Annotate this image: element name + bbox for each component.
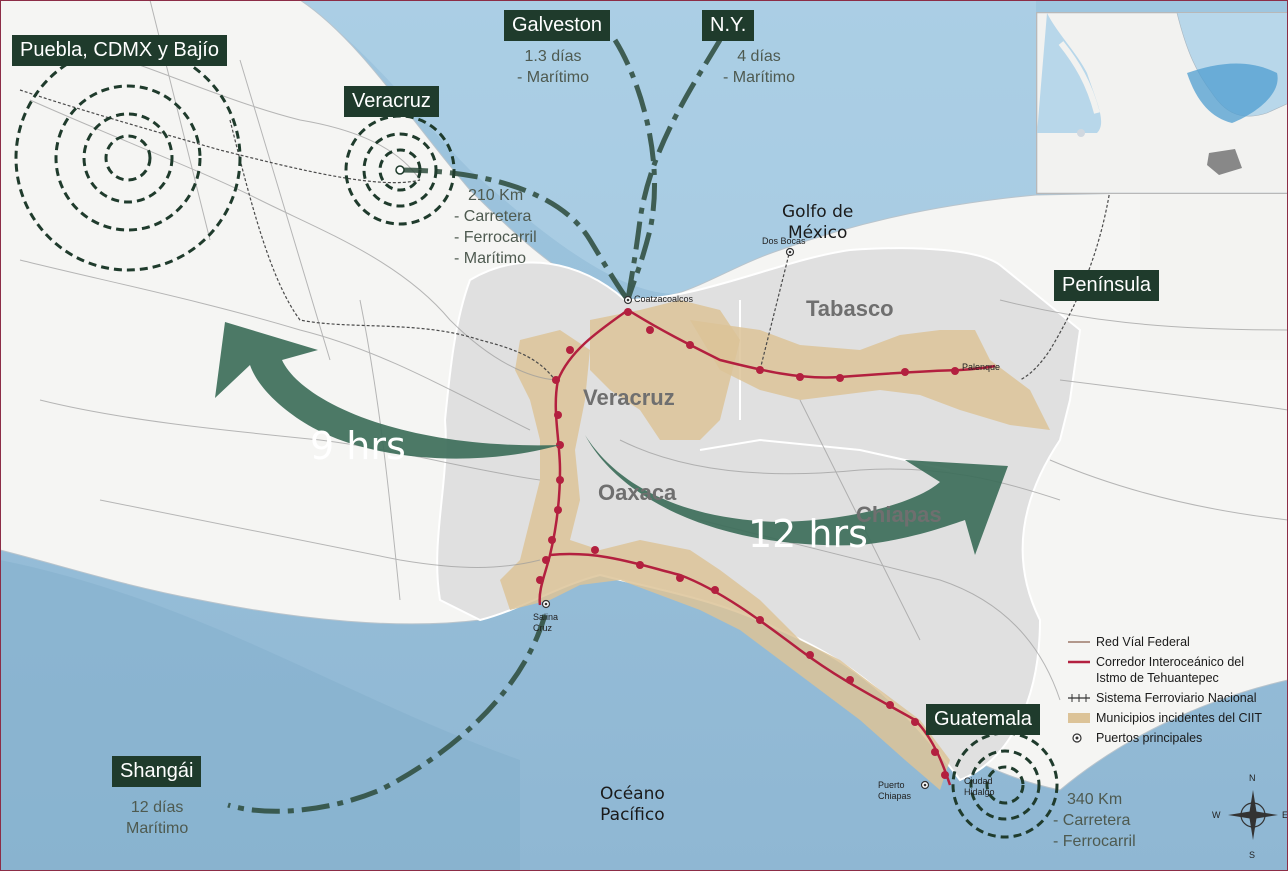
label-galveston: Galveston bbox=[504, 10, 611, 41]
label-shangai: Shangái bbox=[112, 756, 202, 787]
place-palenque: Palenque bbox=[962, 362, 1001, 372]
road-line-icon bbox=[1068, 641, 1090, 643]
place-puerto-chiapas: Puerto Chiapas bbox=[878, 780, 912, 801]
compass-east: E bbox=[1282, 810, 1288, 820]
place-salina-cruz: Salina Cruz bbox=[533, 612, 559, 633]
inset-locator-map bbox=[1036, 12, 1288, 194]
compass-south: S bbox=[1249, 850, 1256, 860]
legend-item-roads: Red Víal Federal bbox=[1066, 632, 1288, 652]
port-centers bbox=[544, 250, 927, 787]
municipality-fill-icon bbox=[1068, 713, 1090, 723]
shangai-details: 12 días Marítimo bbox=[126, 799, 189, 837]
compass-west: W bbox=[1212, 810, 1221, 820]
railway-line-icon bbox=[1068, 694, 1090, 702]
ny-details: 4 días - Marítimo bbox=[723, 48, 795, 86]
pacific-deep bbox=[0, 560, 520, 871]
state-veracruz: Veracruz bbox=[583, 385, 675, 410]
label-peninsula: Península bbox=[1054, 270, 1159, 301]
national-railway bbox=[19, 89, 1111, 381]
label-puebla: Puebla, CDMX y Bajío bbox=[12, 35, 227, 66]
label-guatemala: Guatemala bbox=[926, 704, 1040, 735]
veracruz-details: 210 Km - Carretera - Ferrocarril - Marít… bbox=[454, 187, 537, 267]
guatemala-details: 340 Km - Carretera - Ferrocarril bbox=[1053, 791, 1136, 850]
port-point-icon bbox=[1072, 733, 1082, 743]
place-coatzacoalcos: Coatzacoalcos bbox=[634, 294, 694, 304]
compass-rose bbox=[1228, 790, 1278, 840]
inset-map bbox=[1037, 13, 1288, 193]
arrow-west bbox=[215, 322, 560, 459]
legend-item-municipalities: Municipios incidentes del CIIT bbox=[1066, 708, 1288, 728]
maritime-routes bbox=[227, 38, 723, 814]
corridor-stations bbox=[536, 308, 959, 779]
compass-north: N bbox=[1249, 773, 1256, 783]
veracruz-port bbox=[395, 165, 405, 175]
peninsula-land bbox=[1140, 170, 1288, 360]
travel-time-west: 9 hrs bbox=[310, 424, 406, 468]
state-oaxaca: Oaxaca bbox=[598, 480, 677, 505]
gulf-of-mexico-label: Golfo de México bbox=[782, 202, 854, 243]
label-ny: N.Y. bbox=[702, 10, 755, 41]
place-dos-bocas: Dos Bocas bbox=[762, 236, 806, 246]
label-veracruz-port: Veracruz bbox=[344, 86, 439, 117]
legend-item-railway: Sistema Ferroviario Nacional bbox=[1066, 688, 1288, 708]
hub-rings-guatemala bbox=[951, 731, 1059, 839]
state-tabasco: Tabasco bbox=[806, 296, 894, 321]
corridor-line-icon bbox=[1068, 660, 1090, 664]
gulf-shallow bbox=[300, 0, 1036, 294]
pacific-ocean-label: Océano Pacífico bbox=[600, 784, 665, 825]
legend: Red Víal Federal Corredor Interoceánico … bbox=[1066, 632, 1288, 748]
galveston-details: 1.3 días - Marítimo bbox=[517, 48, 589, 86]
legend-item-ports: Puertos principales bbox=[1066, 728, 1288, 748]
state-chiapas: Chiapas bbox=[856, 502, 942, 527]
arrow-east bbox=[585, 435, 1008, 555]
legend-item-corridor: Corredor Interoceánico del Istmo de Tehu… bbox=[1066, 652, 1288, 688]
travel-time-east: 12 hrs bbox=[748, 512, 868, 556]
place-ciudad-hidalgo: Ciudad Hidalgo bbox=[964, 776, 995, 797]
